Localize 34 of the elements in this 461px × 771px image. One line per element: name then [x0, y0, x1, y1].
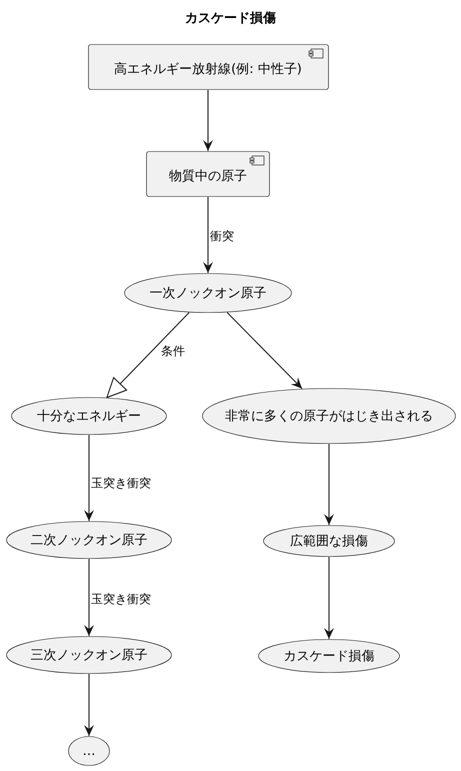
node-label: 広範囲な損傷	[290, 533, 368, 550]
arrow	[106, 312, 190, 398]
node-label: 十分なエネルギー	[37, 408, 141, 425]
use-case-ellipse	[68, 736, 110, 766]
use-case-ellipse	[11, 397, 167, 435]
arrow	[84, 434, 94, 522]
edge-label: 衝突	[209, 229, 235, 243]
use-case-ellipse	[124, 273, 292, 313]
use-case-ellipse	[263, 525, 395, 557]
arrow	[226, 312, 303, 390]
arrow	[324, 444, 334, 526]
node-label: 三次ノックオン原子	[30, 647, 148, 664]
node-label: 物質中の原子	[169, 168, 247, 185]
use-case-ellipse	[202, 388, 456, 444]
arrow	[203, 196, 213, 274]
node-label: …	[82, 744, 96, 758]
component-box	[146, 151, 270, 197]
use-case-ellipse	[258, 639, 400, 673]
component-box	[88, 44, 328, 90]
edge-label: 玉突き衝突	[90, 592, 152, 606]
arrow	[324, 556, 334, 640]
node-label: 二次ノックオン原子	[30, 532, 148, 549]
node-label: 非常に多くの原子がはじき出される	[225, 408, 433, 425]
edge-label: 玉突き衝突	[90, 476, 152, 490]
arrow	[84, 674, 94, 736]
node-label: カスケード損傷	[284, 648, 374, 665]
arrow	[203, 90, 213, 152]
arrow	[84, 558, 94, 636]
node-label: 一次ノックオン原子	[150, 285, 266, 302]
diagram-title: カスケード損傷	[184, 10, 277, 27]
use-case-ellipse	[6, 521, 172, 559]
edge-label: 条件	[160, 344, 186, 358]
node-label: 高エネルギー放射線(例: 中性子)	[114, 61, 302, 78]
use-case-ellipse	[6, 636, 172, 674]
